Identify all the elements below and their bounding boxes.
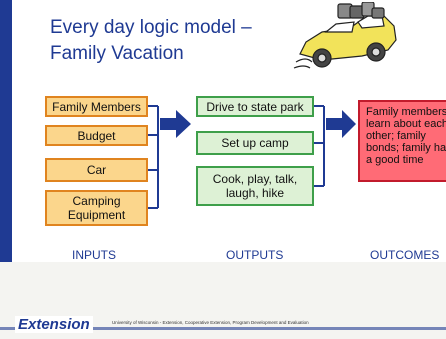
- footer-divider: [0, 327, 446, 330]
- label-outcomes: OUTCOMES: [370, 248, 440, 262]
- outputs-to-outcomes-arrow: [326, 110, 356, 138]
- flow-connectors: [148, 105, 356, 209]
- output-box-activities: Cook, play, talk, laugh, hike: [196, 166, 314, 206]
- title-line-1: Every day logic model –: [50, 17, 252, 38]
- output-box-drive: Drive to state park: [196, 96, 314, 117]
- label-outputs: OUTPUTS: [226, 248, 284, 262]
- label-inputs: INPUTS: [72, 248, 117, 262]
- inputs-bracket: [148, 105, 159, 209]
- outcome-box: Family members learn about each other; f…: [358, 100, 446, 182]
- input-box-family-members: Family Members: [45, 96, 148, 117]
- input-box-budget: Budget: [45, 125, 148, 146]
- vacation-car-icon: [293, 2, 397, 69]
- footer-text: University of Wisconsin - Extension, Coo…: [112, 320, 309, 325]
- inputs-to-outputs-arrow: [160, 110, 191, 138]
- input-box-car: Car: [45, 158, 148, 182]
- outputs-bracket: [314, 105, 325, 187]
- output-box-set-up-camp: Set up camp: [196, 131, 314, 155]
- title-line-2: Family Vacation: [50, 43, 184, 64]
- extension-logo: Extension: [15, 316, 93, 333]
- left-accent-bar: [0, 0, 12, 262]
- slide-title: Every day logic model – Family Vacation: [50, 15, 300, 67]
- input-box-camping-equipment: Camping Equipment: [45, 190, 148, 226]
